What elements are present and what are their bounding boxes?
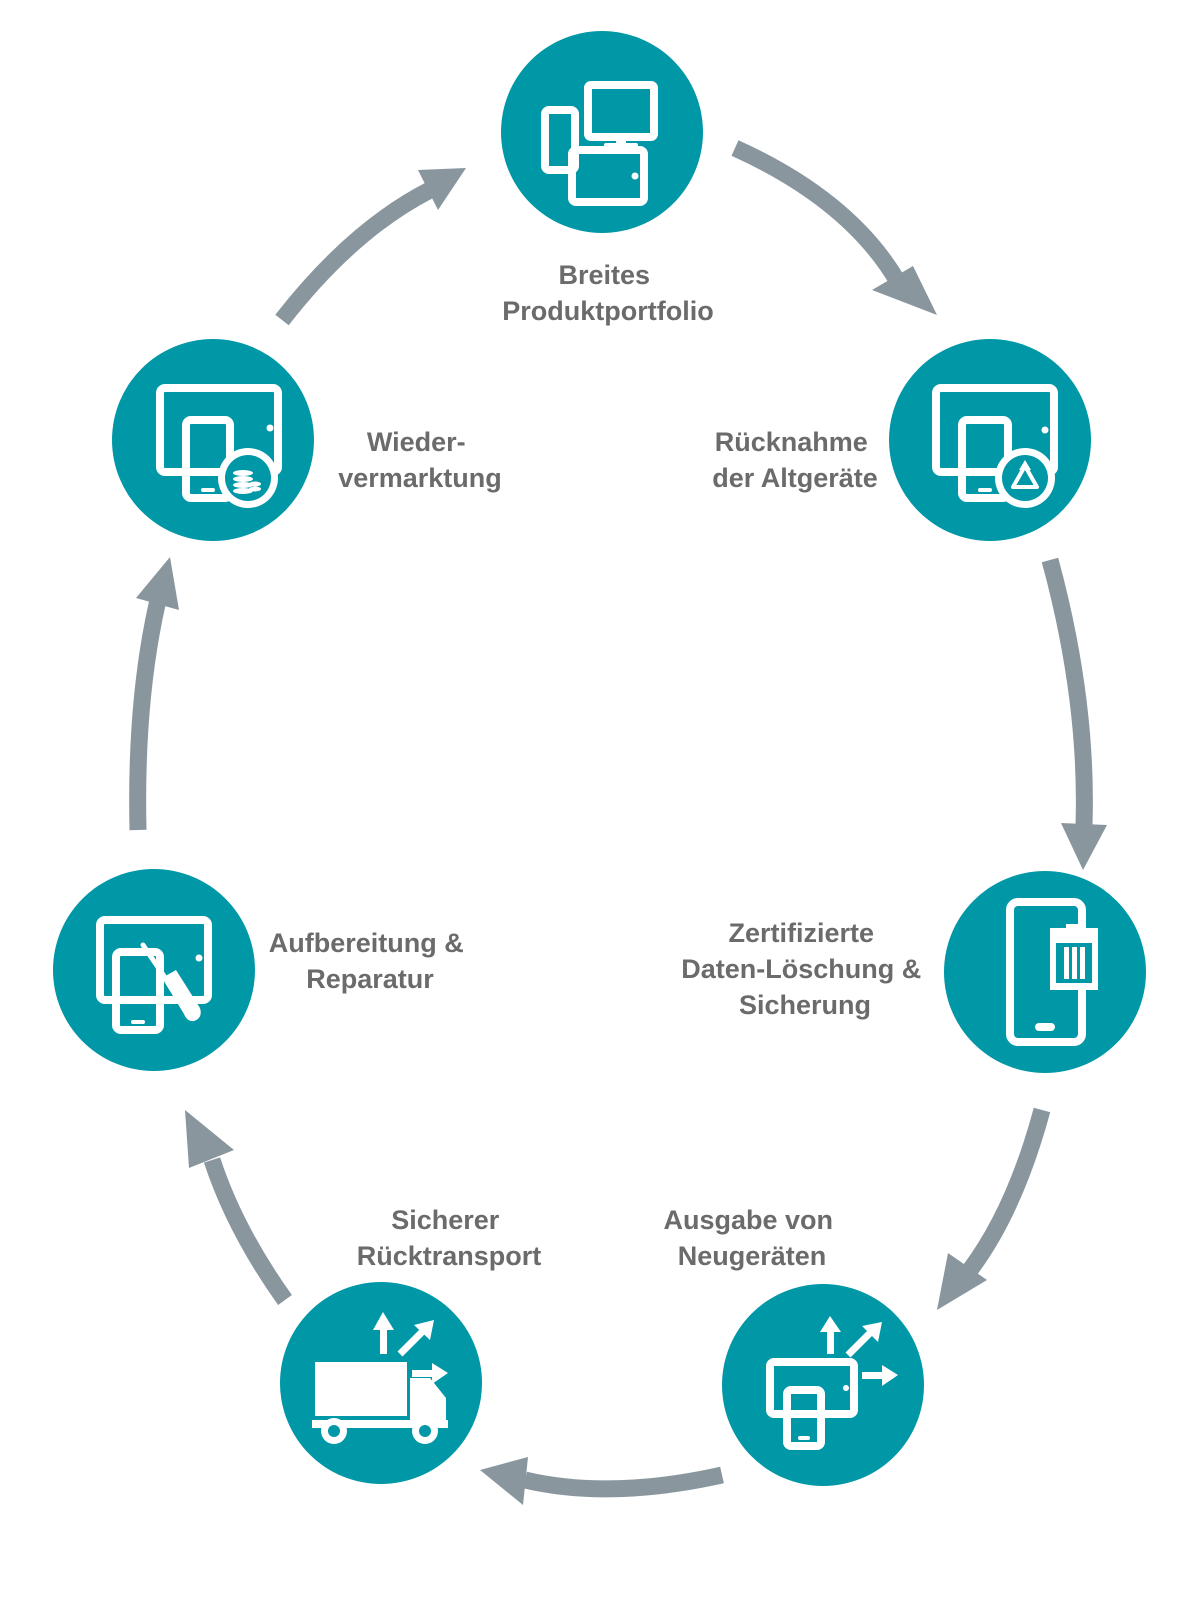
node-portfolio: Breites Produktportfolio: [501, 31, 714, 326]
devices-icon: [541, 81, 658, 206]
node-ausgabe-circle: [722, 1284, 924, 1486]
node-aufbereitung: Aufbereitung & Reparatur: [53, 869, 472, 1071]
tablet-recycle-icon: [932, 384, 1058, 508]
node-portfolio-label: Breites Produktportfolio: [502, 260, 713, 326]
tablet-tool-icon: [96, 916, 212, 1034]
node-loeschung-label: Zertifizierte Daten-Löschung & Sicherung: [681, 918, 929, 1020]
node-ruecknahme-circle: [889, 339, 1091, 541]
devices-arrows-icon: [766, 1316, 898, 1450]
node-transport-label: Sicherer Rücktransport: [357, 1205, 542, 1271]
truck-arrows-icon: [312, 1312, 448, 1444]
phone-trash-icon: [1006, 898, 1098, 1046]
arrow-vermarktung-to-portfolio: [275, 168, 466, 326]
node-vermarktung-circle: [112, 339, 314, 541]
arrow-loeschung-to-ausgabe: [937, 1107, 1051, 1310]
node-vermarktung-label: Wieder- vermarktung: [338, 427, 502, 493]
node-aufbereitung-label: Aufbereitung & Reparatur: [269, 928, 472, 994]
node-transport: Sicherer Rücktransport: [280, 1205, 541, 1484]
arrow-portfolio-to-ruecknahme: [731, 140, 937, 315]
arrow-transport-to-aufbereitung: [185, 1110, 292, 1305]
tablet-coins-icon: [156, 384, 282, 508]
node-ausgabe-label: Ausgabe von Neugeräten: [663, 1205, 840, 1271]
arrow-ausgabe-to-transport: [480, 1457, 724, 1505]
node-loeschung: Zertifizierte Daten-Löschung & Sicherung: [681, 871, 1146, 1073]
cycle-arrows: [129, 140, 1107, 1505]
arrow-aufbereitung-to-vermarktung: [129, 557, 179, 831]
node-vermarktung: Wieder- vermarktung: [112, 339, 502, 541]
node-ruecknahme-label: Rücknahme der Altgeräte: [712, 427, 878, 493]
node-loeschung-circle: [944, 871, 1146, 1073]
node-ruecknahme: Rücknahme der Altgeräte: [712, 339, 1091, 541]
arrow-ruecknahme-to-loeschung: [1041, 557, 1107, 870]
node-aufbereitung-circle: [53, 869, 255, 1071]
node-ausgabe: Ausgabe von Neugeräten: [663, 1205, 924, 1486]
